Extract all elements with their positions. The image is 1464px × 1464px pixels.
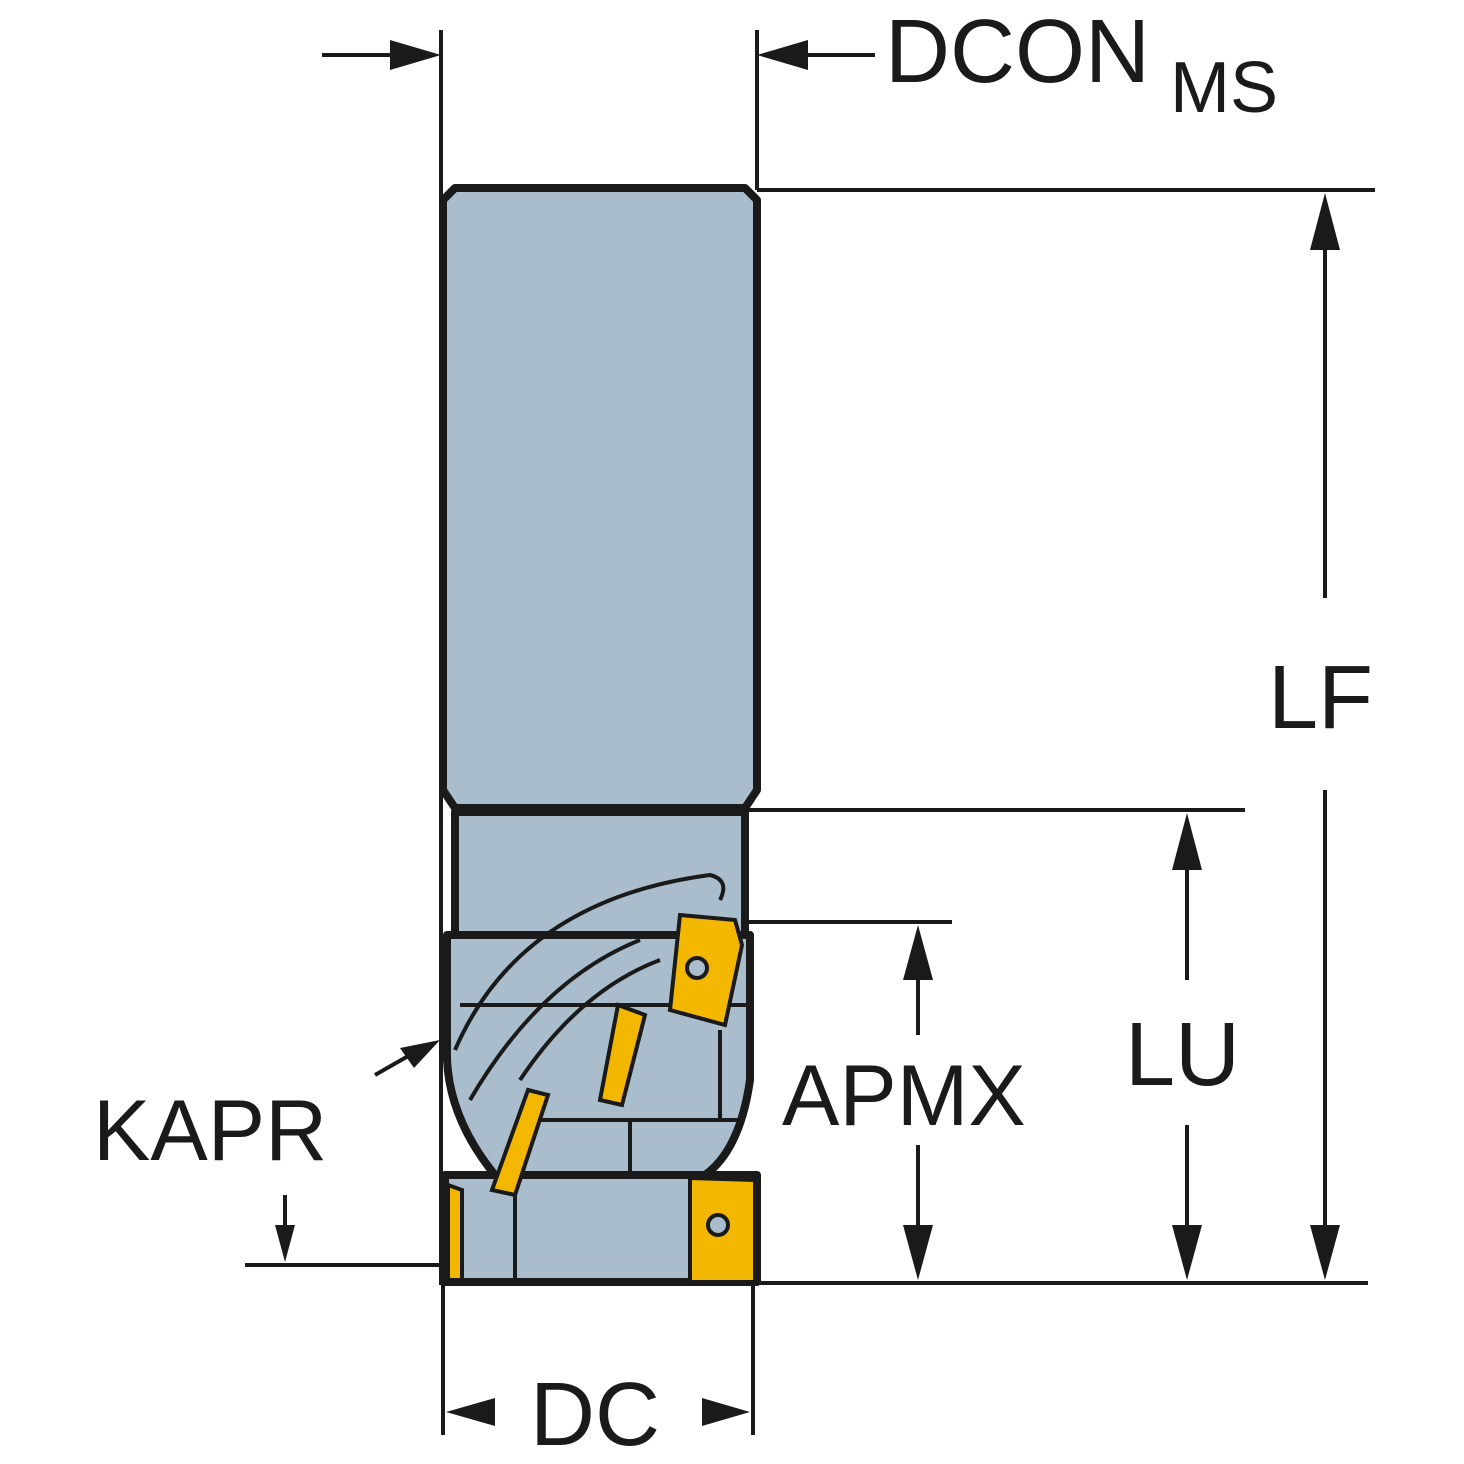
insert-lower — [489, 1087, 551, 1198]
screw-icon — [706, 1213, 730, 1237]
arrow-icon — [446, 1398, 495, 1426]
label-lu: LU — [1125, 1005, 1240, 1105]
label-dcon: DCON — [885, 2, 1150, 102]
arrowheads — [275, 40, 1340, 1426]
arrow-icon — [702, 1398, 750, 1426]
arrow-icon — [1172, 813, 1202, 870]
arrow-icon — [400, 1040, 440, 1068]
shank — [439, 184, 761, 812]
screw-icon — [685, 956, 709, 980]
arrow-icon — [903, 925, 933, 980]
label-dc: DC — [530, 1365, 660, 1464]
label-kapr: KAPR — [93, 1083, 327, 1179]
insert-bottom-left — [446, 1182, 464, 1282]
label-apmx: APMX — [782, 1048, 1026, 1144]
label-lf: LF — [1268, 648, 1373, 748]
arrow-icon — [275, 1225, 295, 1262]
arrow-icon — [757, 40, 808, 70]
dimension-lines — [245, 30, 1375, 1435]
label-dcon-subscript: MS — [1170, 48, 1278, 128]
cutter-body — [439, 184, 761, 1286]
arrow-icon — [390, 40, 441, 70]
insert-middle — [597, 1002, 648, 1108]
arrow-icon — [903, 1225, 933, 1280]
flute-lines — [453, 872, 750, 1280]
arrow-icon — [1310, 193, 1340, 250]
arrow-icon — [1172, 1225, 1202, 1280]
arrow-icon — [1310, 1225, 1340, 1280]
inserts — [446, 912, 757, 1284]
